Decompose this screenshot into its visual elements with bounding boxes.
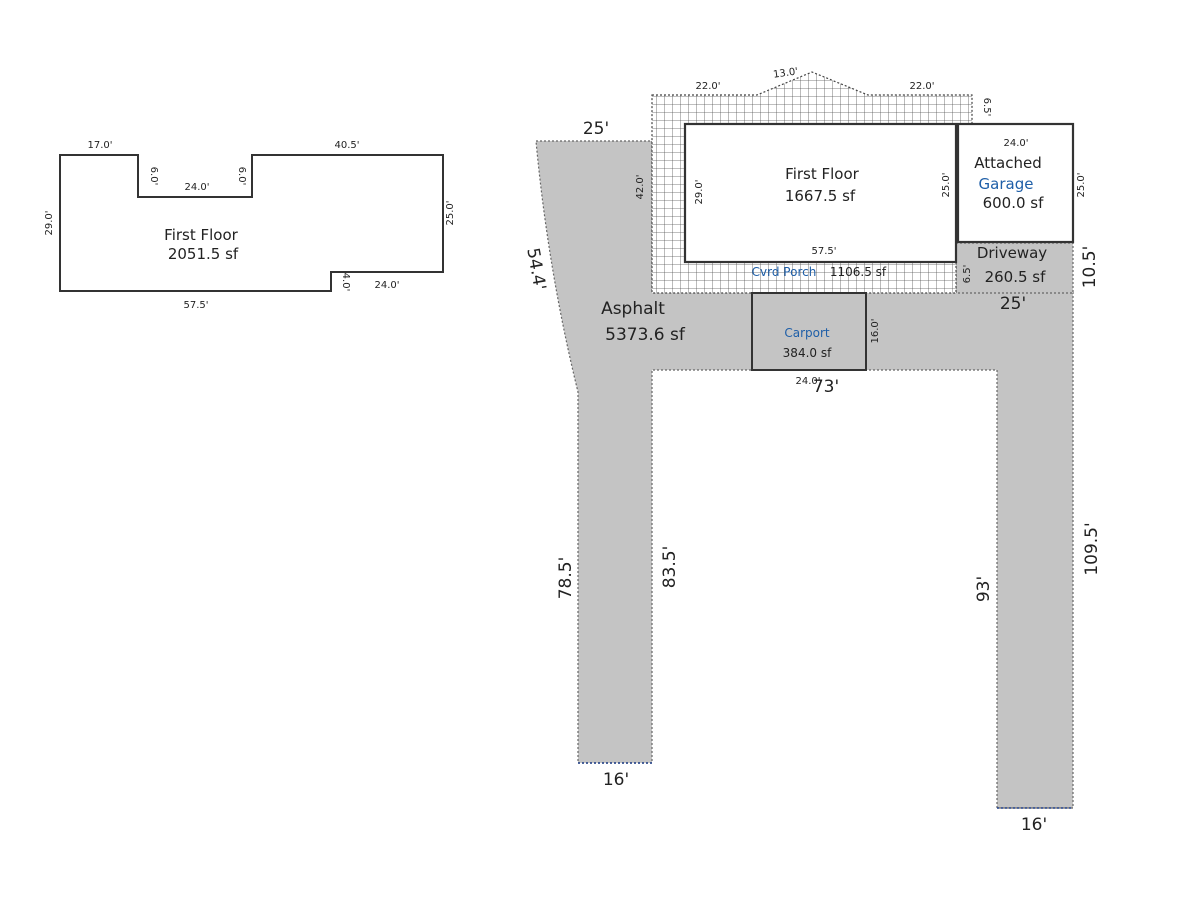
asphalt-area [535, 140, 1074, 809]
carport-area-name: Carport [784, 326, 830, 340]
garage-dim-top: 24.0' [1003, 138, 1028, 149]
porch-dim-top-right: 22.0' [909, 81, 934, 92]
left-dim-notch-left: 6.0' [148, 167, 159, 186]
left-dim-notch-bottom: 24.0' [184, 182, 209, 193]
asphalt-dim-top: 25' [583, 119, 609, 139]
driveway-area-sf: 260.5 sf [985, 268, 1047, 286]
left-area-sf: 2051.5 sf [168, 245, 239, 263]
asphalt-dim-left-outer: 78.5' [556, 557, 576, 600]
left-dim-top-right: 40.5' [334, 140, 359, 151]
carport-dim-right: 16.0' [870, 318, 881, 343]
driveway-dim-right: 10.5' [1080, 246, 1100, 289]
attached-garage [956, 122, 1075, 244]
driveway-dim-left: 6.5' [962, 265, 973, 284]
porch-dim-left: 42.0' [635, 174, 646, 199]
asphalt-dim-right-outer: 109.5' [1082, 522, 1102, 575]
garage-dim-right: 25.0' [1076, 172, 1087, 197]
porch-dim-peak: 13.0' [773, 66, 799, 80]
house-area-name: First Floor [785, 165, 859, 183]
left-dim-step-bottom: 24.0' [374, 280, 399, 291]
house-dim-bottom: 57.5' [811, 246, 836, 257]
porch-area-name: Cvrd Porch [752, 265, 817, 279]
carport-area [751, 292, 867, 371]
house-dim-right: 25.0' [941, 172, 952, 197]
left-dim-bottom: 57.5' [183, 300, 208, 311]
left-first-floor-outline [59, 154, 444, 292]
house-dim-left: 29.0' [694, 179, 705, 204]
carport-dim-bottom: 24.0' [795, 376, 820, 387]
carport-area-sf: 384.0 sf [783, 346, 832, 360]
asphalt-dim-right-bottom: 16' [1021, 815, 1047, 835]
left-area-name: First Floor [164, 226, 238, 244]
house-area-sf: 1667.5 sf [785, 187, 856, 205]
asphalt-dim-inner-top: 73' [813, 377, 839, 397]
asphalt-dim-left-bottom: 16' [603, 770, 629, 790]
asphalt-dim-diagonal: 54.4' [522, 246, 549, 291]
garage-area-sf: 600.0 sf [983, 194, 1045, 212]
left-dim-notch-right: 6.0' [236, 167, 247, 186]
left-dim-step-vertical: 4.0' [340, 273, 351, 292]
left-floor-plan: 17.0' 6.0' 24.0' 6.0' 40.5' 29.0' 25.0' … [44, 140, 456, 311]
left-dim-left-side: 29.0' [44, 210, 55, 235]
porch-area-sf: 1106.5 sf [830, 265, 887, 279]
porch-dim-top-left: 22.0' [695, 81, 720, 92]
driveway-dim-bottom: 25' [1000, 294, 1026, 314]
right-site-plan: 22.0' 13.0' 22.0' 6.5' 42.0' 29.0' 25.0'… [522, 66, 1102, 835]
garage-area-name-2: Garage [979, 175, 1034, 193]
asphalt-area-sf: 5373.6 sf [605, 325, 686, 345]
porch-dim-right-short: 6.5' [981, 98, 992, 117]
left-dim-right-side: 25.0' [445, 200, 456, 225]
left-dim-top-left: 17.0' [87, 140, 112, 151]
driveway-area-name: Driveway [977, 244, 1047, 262]
house-first-floor [683, 122, 958, 264]
asphalt-dim-left-inner: 83.5' [660, 546, 680, 589]
garage-area-name: Attached [974, 154, 1041, 172]
asphalt-dim-right-inner: 93' [974, 576, 994, 602]
asphalt-area-name: Asphalt [601, 299, 665, 319]
